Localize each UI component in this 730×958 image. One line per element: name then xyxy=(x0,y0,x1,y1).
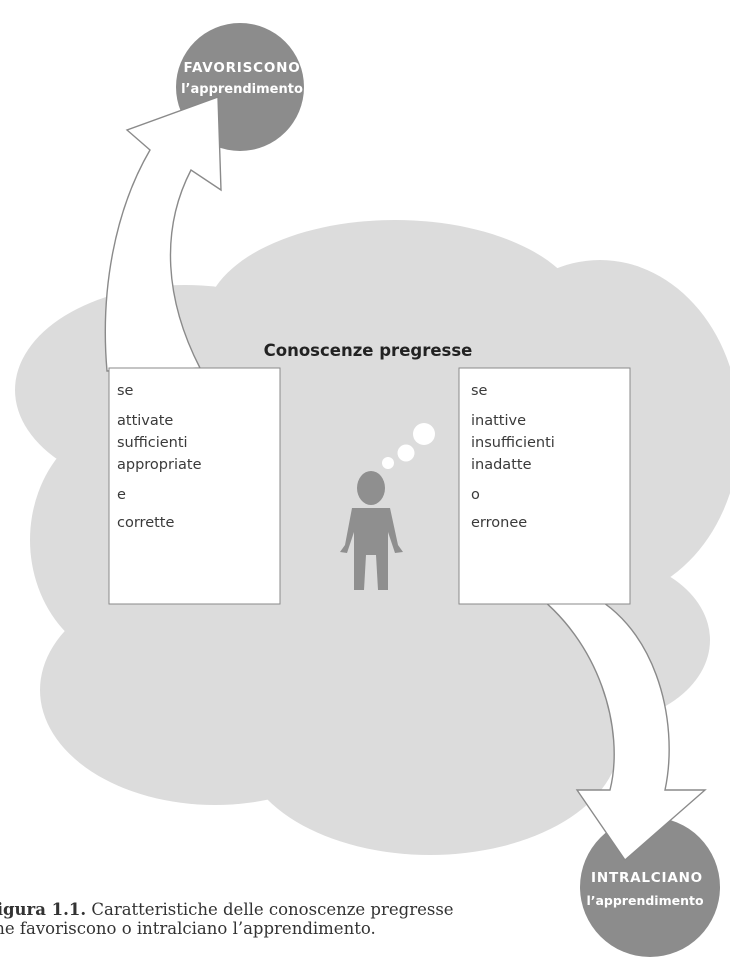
left-box xyxy=(108,367,281,605)
intralciano-sublabel: l’apprendimento xyxy=(586,893,704,908)
caption-line2: che favoriscono o intralciano l’apprendi… xyxy=(0,919,376,938)
left-box-line: appropriate xyxy=(117,457,202,473)
cloud-title: Conoscenze pregresse xyxy=(264,341,473,360)
left-box-line: e xyxy=(117,487,126,503)
favoriscono-sublabel: l’apprendimento xyxy=(181,82,303,97)
right-box-line: inattive xyxy=(471,413,526,429)
left-box-line: corrette xyxy=(117,515,174,531)
caption-line1: Caratteristiche delle conoscenze pregres… xyxy=(91,900,454,919)
thought-bubbles-icon xyxy=(382,423,435,469)
right-box-line: erronee xyxy=(471,515,527,531)
figure-caption: Figura 1.1. Caratteristiche delle conosc… xyxy=(0,900,520,938)
right-box-line: inadatte xyxy=(471,457,532,473)
left-box-text: se attivate sufficienti appropriate e co… xyxy=(117,383,202,531)
right-box-line: se xyxy=(471,383,488,399)
arrow-up-icon xyxy=(104,96,222,372)
intralciano-circle xyxy=(580,817,720,957)
arrow-down-icon xyxy=(527,589,707,862)
left-box-line: sufficienti xyxy=(117,435,188,451)
intralciano-label: INTRALCIANO xyxy=(591,870,703,886)
favoriscono-label: FAVORISCONO xyxy=(184,60,301,76)
right-box-line: o xyxy=(471,487,480,503)
right-box-text: se inattive insufficienti inadatte o err… xyxy=(471,383,555,531)
caption-label: Figura 1.1. xyxy=(0,900,87,919)
right-box-line: insufficienti xyxy=(471,435,555,451)
left-box-line: se xyxy=(117,383,134,399)
person-icon xyxy=(340,471,403,590)
left-box-line: attivate xyxy=(117,413,173,429)
right-box xyxy=(458,367,631,605)
